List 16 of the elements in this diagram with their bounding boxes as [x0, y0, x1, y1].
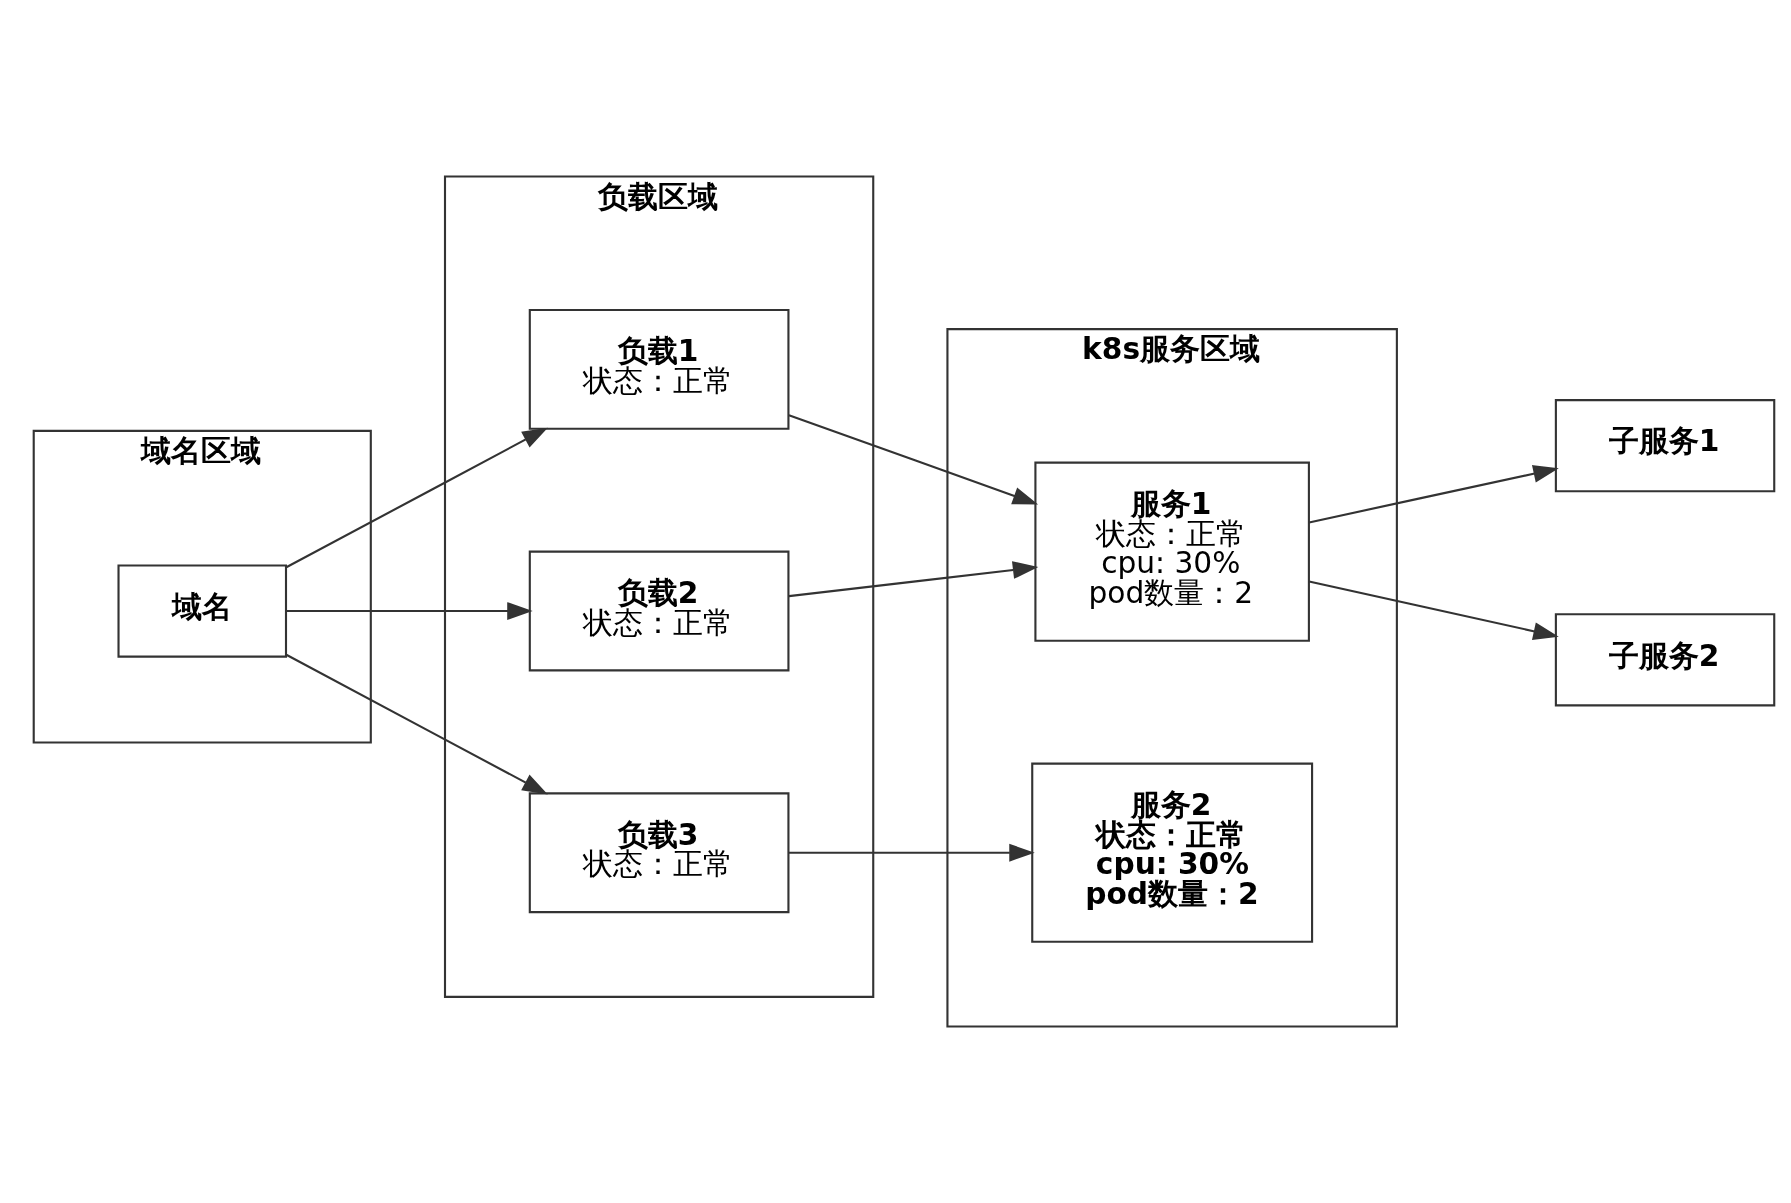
node-box: 服务1 状态：正常 cpu: 30% pod数量：2 [1034, 461, 1310, 642]
node-box: 域名 [117, 564, 288, 658]
arrow [788, 561, 1039, 598]
node-box: 负载3 状态：正常 [528, 792, 790, 914]
arrow [1308, 464, 1559, 524]
node-box: 子服务1 [1554, 399, 1776, 493]
arrow [1308, 580, 1559, 640]
node-box: 负载1 状态：正常 [528, 308, 790, 430]
arrow [286, 602, 533, 620]
arrow [285, 653, 548, 795]
node-box: 服务2 状态：正常 cpu: 30% pod数量：2 [1031, 762, 1314, 943]
node-box: 子服务2 [1554, 613, 1776, 707]
arrow [285, 427, 548, 569]
node-box: 负载2 状态：正常 [528, 550, 790, 672]
arrow [788, 843, 1035, 862]
arrow [788, 414, 1039, 505]
